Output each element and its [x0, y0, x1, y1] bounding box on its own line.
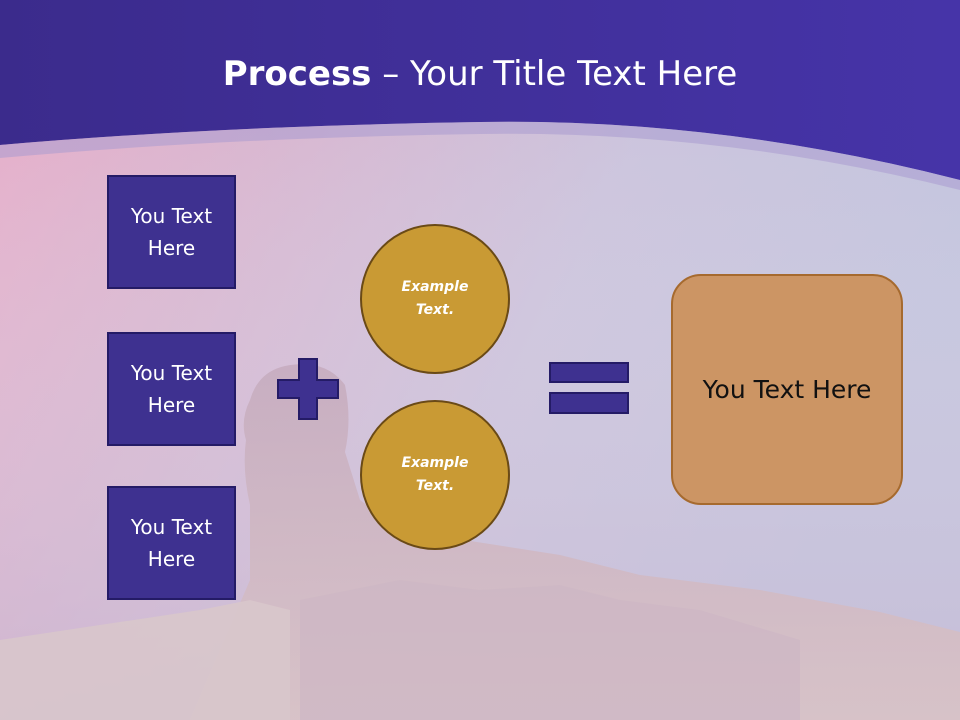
result-box-label: You Text Here [702, 375, 872, 404]
example-circle-2[interactable]: Example Text. [360, 400, 510, 550]
circle-label: Example Text. [401, 279, 469, 318]
text-box-3[interactable]: You Text Here [107, 486, 236, 600]
text-box-label: You Text Here [130, 361, 213, 417]
text-box-label: You Text Here [130, 204, 213, 260]
example-circle-1[interactable]: Example Text. [360, 224, 510, 374]
title-bold: Process [222, 54, 372, 94]
text-box-label: You Text Here [130, 515, 213, 571]
plus-sign-icon [277, 358, 339, 420]
result-box[interactable]: You Text Here [671, 274, 903, 505]
text-box-1[interactable]: You Text Here [107, 175, 236, 289]
title-rest: – Your Title Text Here [371, 54, 738, 94]
equals-sign-icon [549, 362, 629, 414]
circle-label: Example Text. [401, 455, 469, 494]
text-box-2[interactable]: You Text Here [107, 332, 236, 446]
slide-title: Process – Your Title Text Here [0, 52, 960, 96]
